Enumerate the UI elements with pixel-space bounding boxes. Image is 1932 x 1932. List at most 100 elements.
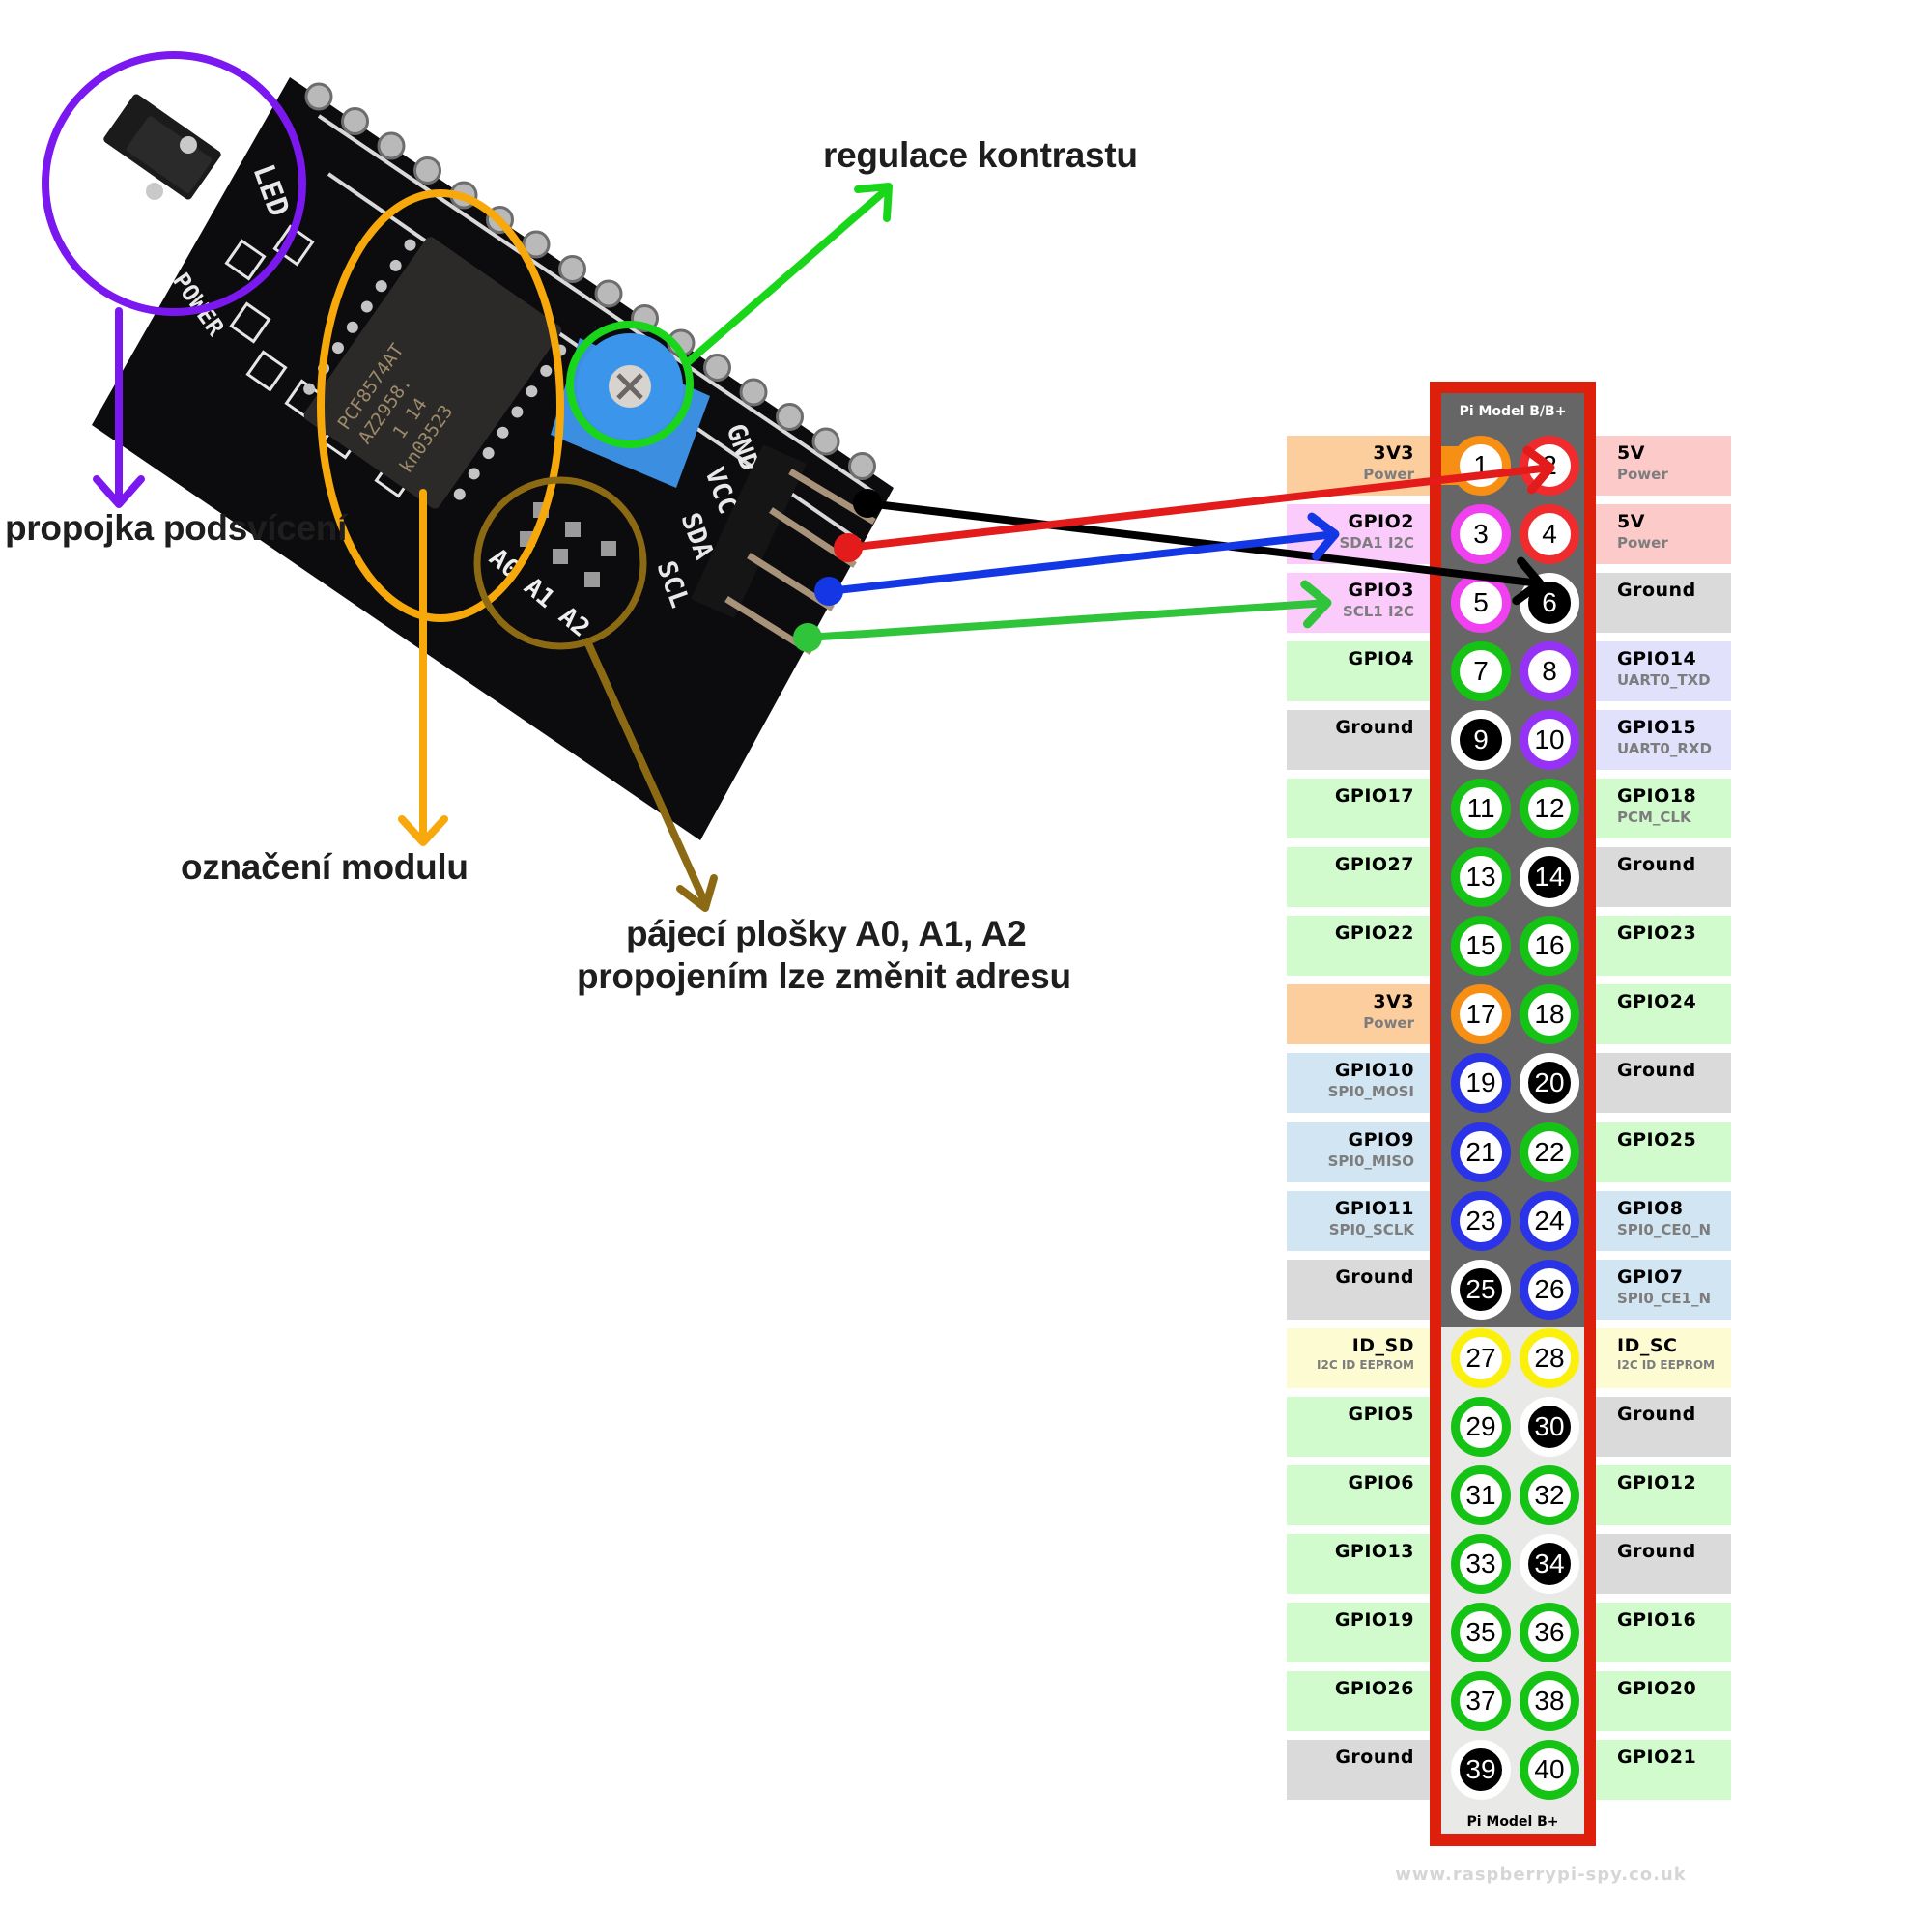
pin-function: Power bbox=[1617, 466, 1668, 483]
header-title-top: Pi Model B/B+ bbox=[1459, 404, 1567, 419]
pin-label-15: GPIO22 bbox=[1287, 916, 1430, 977]
pin-name: GPIO15 bbox=[1617, 717, 1697, 739]
pin-function: SPI0_SCLK bbox=[1328, 1220, 1414, 1238]
pin-1: 1 bbox=[1451, 436, 1511, 496]
pin-35: 35 bbox=[1451, 1602, 1511, 1662]
pin-name: GPIO10 bbox=[1334, 1060, 1414, 1082]
lcd-header-pad bbox=[739, 378, 768, 407]
pin-number: 29 bbox=[1465, 1410, 1496, 1441]
pin-number: 13 bbox=[1465, 862, 1496, 893]
pin-name: Ground bbox=[1617, 1060, 1696, 1082]
pin-number: 7 bbox=[1473, 656, 1489, 687]
pin-name: GPIO24 bbox=[1617, 991, 1697, 1013]
pin-function: SPI0_MOSI bbox=[1327, 1083, 1414, 1101]
pin-name: GPIO18 bbox=[1617, 785, 1697, 808]
pin-name: Ground bbox=[1617, 1403, 1696, 1425]
pin-15: 15 bbox=[1451, 916, 1511, 977]
pin-number: 30 bbox=[1534, 1410, 1565, 1441]
pin-label-25: Ground bbox=[1287, 1259, 1430, 1320]
pin-name: 3V3 bbox=[1373, 442, 1414, 464]
jumper-highlight-circle bbox=[42, 51, 306, 316]
module-highlight-ellipse bbox=[317, 189, 564, 622]
pin-name: GPIO17 bbox=[1334, 785, 1414, 808]
pin-function: I2C ID EEPROM bbox=[1617, 1357, 1715, 1372]
address-arrow-head bbox=[676, 874, 718, 912]
pin-function: SCL1 I2C bbox=[1342, 603, 1414, 621]
pin-name: Ground bbox=[1335, 1746, 1414, 1768]
lcd-header-pad bbox=[341, 107, 369, 135]
pin-10: 10 bbox=[1520, 710, 1579, 771]
pin-number: 36 bbox=[1534, 1616, 1565, 1647]
pin-name: GPIO4 bbox=[1348, 648, 1414, 670]
pin-number: 11 bbox=[1466, 793, 1495, 824]
pin-function: PCM_CLK bbox=[1617, 809, 1691, 827]
pin-11: 11 bbox=[1451, 779, 1511, 839]
pin-name: GPIO27 bbox=[1334, 854, 1414, 876]
pin-number: 21 bbox=[1465, 1136, 1496, 1167]
pin-function: UART0_TXD bbox=[1617, 671, 1711, 690]
pin-37: 37 bbox=[1451, 1670, 1511, 1731]
pin-number: 22 bbox=[1534, 1136, 1565, 1167]
pin-31: 31 bbox=[1451, 1464, 1511, 1525]
pin-label-30: Ground bbox=[1596, 1396, 1731, 1457]
pin-36: 36 bbox=[1520, 1602, 1579, 1662]
pin-label-31: GPIO6 bbox=[1287, 1464, 1430, 1525]
pin-label-39: Ground bbox=[1287, 1739, 1430, 1800]
pin-name: Ground bbox=[1335, 717, 1414, 739]
pin-27: 27 bbox=[1451, 1327, 1511, 1388]
pin-function: SPI0_CE1_N bbox=[1617, 1289, 1712, 1307]
pin-29: 29 bbox=[1451, 1396, 1511, 1457]
pin-number: 1 bbox=[1473, 450, 1489, 480]
pin-6: 6 bbox=[1520, 573, 1579, 634]
pin-39: 39 bbox=[1451, 1739, 1511, 1800]
pin-14: 14 bbox=[1520, 847, 1579, 908]
pin-number: 19 bbox=[1465, 1067, 1496, 1098]
pin-name: GPIO11 bbox=[1334, 1197, 1414, 1219]
pin-name: GPIO19 bbox=[1334, 1608, 1414, 1631]
pin-5: 5 bbox=[1451, 573, 1511, 634]
address-pads-highlight-circle bbox=[473, 476, 647, 650]
pin-number: 37 bbox=[1465, 1685, 1496, 1716]
pin-24: 24 bbox=[1520, 1190, 1579, 1251]
pin-name: GPIO23 bbox=[1617, 923, 1697, 945]
lcd-header-pad bbox=[776, 403, 804, 431]
pin-label-36: GPIO16 bbox=[1596, 1602, 1731, 1662]
silkscreen-outline bbox=[317, 114, 876, 495]
pin-name: GPIO26 bbox=[1334, 1677, 1414, 1699]
pin-function: Power bbox=[1363, 466, 1414, 483]
pin-function: UART0_RXD bbox=[1617, 740, 1712, 758]
pin-26: 26 bbox=[1520, 1259, 1579, 1320]
lcd-header-pad bbox=[304, 82, 333, 111]
jumper-arrow-head bbox=[93, 475, 145, 508]
watermark: www.raspberrypi-spy.co.uk bbox=[1395, 1864, 1687, 1885]
pin-name: 3V3 bbox=[1373, 991, 1414, 1013]
pin-number: 5 bbox=[1473, 587, 1489, 618]
pin-number: 10 bbox=[1534, 724, 1565, 755]
pin-name: GPIO2 bbox=[1348, 511, 1414, 533]
pin-name: GPIO6 bbox=[1348, 1471, 1414, 1493]
pin-number: 31 bbox=[1465, 1479, 1496, 1510]
pin-20: 20 bbox=[1520, 1053, 1579, 1114]
pin-function: SPI0_MISO bbox=[1327, 1151, 1414, 1170]
pin-label-18: GPIO24 bbox=[1596, 984, 1731, 1045]
pin-number: 28 bbox=[1534, 1342, 1565, 1373]
pin-12: 12 bbox=[1520, 779, 1579, 839]
pin-label-16: GPIO23 bbox=[1596, 916, 1731, 977]
pin-name: GPIO22 bbox=[1334, 923, 1414, 945]
pin-16: 16 bbox=[1520, 916, 1579, 977]
led-jumper bbox=[103, 94, 221, 200]
pin-33: 33 bbox=[1451, 1533, 1511, 1594]
pin-name: GPIO7 bbox=[1617, 1265, 1684, 1288]
pin-label-22: GPIO25 bbox=[1596, 1122, 1731, 1182]
pin-name: GPIO20 bbox=[1617, 1677, 1697, 1699]
pin-28: 28 bbox=[1520, 1327, 1579, 1388]
